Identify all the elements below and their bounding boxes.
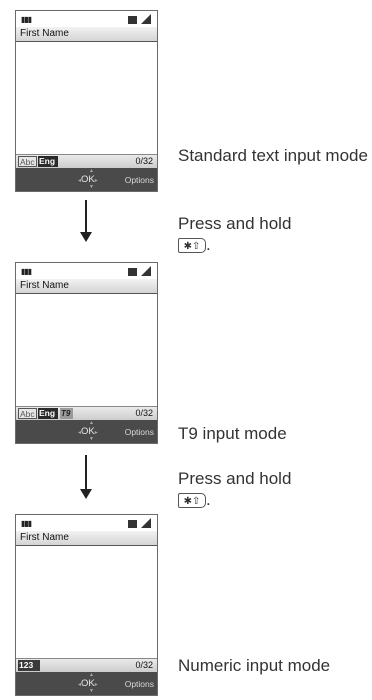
options-softkey[interactable]: Options	[124, 679, 154, 689]
options-softkey[interactable]: Options	[124, 175, 154, 185]
nav-up-icon: ▲	[89, 672, 94, 678]
character-count: 0/32	[135, 408, 153, 418]
input-mode-bar: Abc Eng T9 0/32	[16, 406, 157, 420]
character-count: 0/32	[135, 156, 153, 166]
caption-numeric: Numeric input mode	[178, 656, 331, 675]
arrowhead-2	[80, 489, 92, 499]
eng-language-chip: Eng	[38, 156, 58, 167]
field-title: First Name	[20, 28, 69, 39]
softkey-bar: ▲ ◂OK▸ ▼ Options	[16, 420, 157, 443]
text-input-area[interactable]	[16, 42, 157, 155]
text-input-area[interactable]	[16, 546, 157, 659]
phone-screen-standard: ▮▮▮ First Name Abc Eng 0/32 ▲ ◂OK▸ ▼ Opt…	[15, 10, 158, 192]
signal-icon	[128, 518, 151, 528]
ok-label: OK	[81, 426, 95, 437]
nav-right-icon: ▸	[94, 682, 98, 688]
caption-t9: T9 input mode	[178, 424, 287, 443]
star-shift-key-icon: ✱⇧	[178, 238, 206, 254]
field-title: First Name	[20, 532, 69, 543]
nav-down-icon: ▼	[89, 184, 94, 190]
arrow-down-2	[85, 455, 87, 489]
arrow-down-1	[85, 200, 87, 232]
abc-mode-chip: Abc	[18, 156, 37, 167]
numeric-mode-chip: 123	[18, 660, 40, 671]
character-count: 0/32	[135, 660, 153, 670]
phone-screen-t9: ▮▮▮ First Name Abc Eng T9 0/32 ▲ ◂OK▸ ▼ …	[15, 262, 158, 444]
caption-press-hold-1: Press and hold ✱⇧.	[178, 214, 292, 254]
nav-down-icon: ▼	[89, 688, 94, 694]
field-title-bar: First Name	[16, 27, 157, 42]
field-title: First Name	[20, 280, 69, 291]
ok-softkey[interactable]: ◂OK▸	[78, 174, 98, 185]
battery-icon: ▮▮▮	[21, 15, 32, 24]
nav-up-icon: ▲	[89, 168, 94, 174]
eng-language-chip: Eng	[38, 408, 58, 419]
ok-label: OK	[81, 678, 95, 689]
field-title-bar: First Name	[16, 279, 157, 294]
caption-press-hold-2: Press and hold ✱⇧.	[178, 469, 292, 509]
nav-right-icon: ▸	[94, 430, 98, 436]
star-shift-key-icon: ✱⇧	[178, 493, 206, 509]
status-bar: ▮▮▮	[16, 263, 157, 279]
caption-standard: Standard text input mode	[178, 146, 368, 165]
status-bar: ▮▮▮	[16, 11, 157, 27]
ok-softkey[interactable]: ◂OK▸	[78, 678, 98, 689]
press-hold-text: Press and hold	[178, 214, 292, 233]
signal-icon	[128, 14, 151, 24]
phone-screen-numeric: ▮▮▮ First Name 123 0/32 ▲ ◂OK▸ ▼ Options	[15, 514, 158, 696]
nav-left-icon: ◂	[78, 178, 82, 184]
ok-softkey[interactable]: ◂OK▸	[78, 426, 98, 437]
ok-label: OK	[81, 174, 95, 185]
press-hold-text: Press and hold	[178, 469, 292, 488]
field-title-bar: First Name	[16, 531, 157, 546]
status-bar: ▮▮▮	[16, 515, 157, 531]
t9-mode-icon: T9	[60, 408, 73, 419]
text-input-area[interactable]	[16, 294, 157, 407]
battery-icon: ▮▮▮	[21, 267, 32, 276]
input-mode-bar: Abc Eng 0/32	[16, 154, 157, 168]
softkey-bar: ▲ ◂OK▸ ▼ Options	[16, 672, 157, 695]
nav-left-icon: ◂	[78, 430, 82, 436]
arrowhead-1	[80, 232, 92, 242]
nav-up-icon: ▲	[89, 420, 94, 426]
battery-icon: ▮▮▮	[21, 519, 32, 528]
softkey-bar: ▲ ◂OK▸ ▼ Options	[16, 168, 157, 191]
nav-left-icon: ◂	[78, 682, 82, 688]
abc-mode-chip: Abc	[18, 408, 37, 419]
input-mode-bar: 123 0/32	[16, 658, 157, 672]
signal-icon	[128, 266, 151, 276]
nav-down-icon: ▼	[89, 436, 94, 442]
nav-right-icon: ▸	[94, 178, 98, 184]
options-softkey[interactable]: Options	[124, 427, 154, 437]
